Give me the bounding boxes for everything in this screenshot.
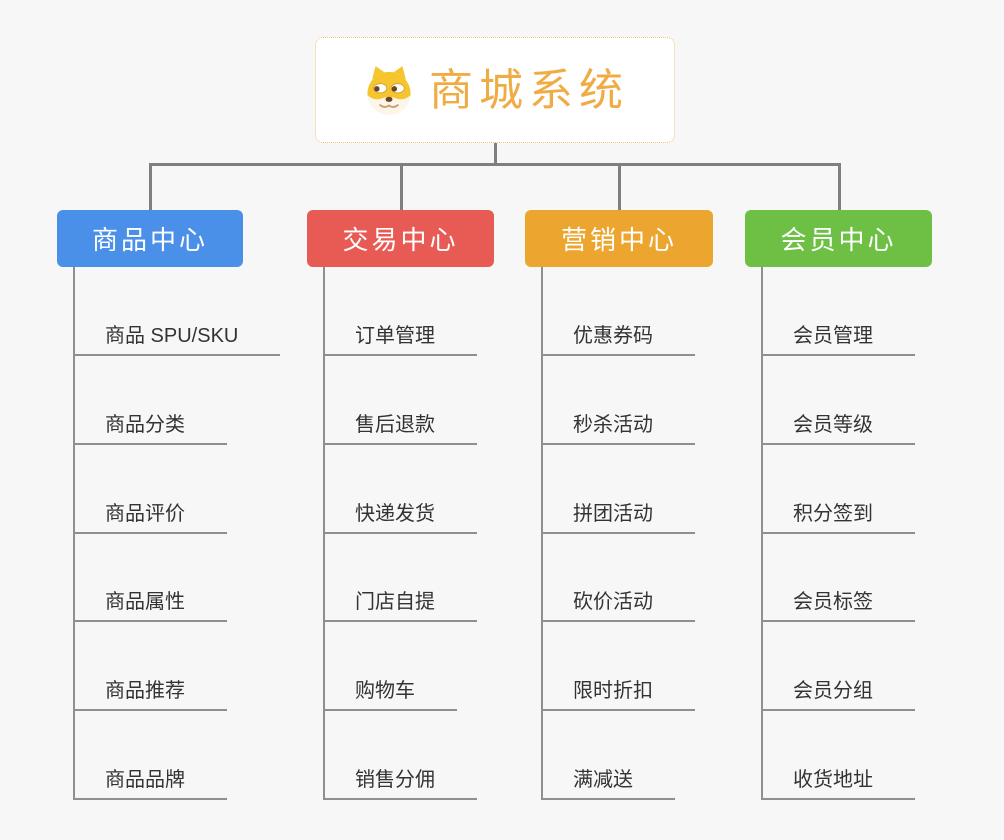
child-label: 购物车	[355, 680, 415, 702]
child-label: 商品推荐	[105, 680, 185, 702]
child-node[interactable]: 商品 SPU/SKU	[73, 314, 281, 356]
child-label: 会员等级	[793, 414, 873, 436]
child-label: 商品品牌	[105, 769, 185, 791]
tree-drop	[399, 163, 403, 210]
tree-drop	[149, 163, 152, 210]
child-node[interactable]: 会员等级	[761, 403, 915, 445]
child-node[interactable]: 积分签到	[761, 492, 915, 534]
root-title: 商城系统	[429, 66, 629, 115]
child-label: 会员管理	[793, 325, 873, 347]
child-label: 积分签到	[793, 503, 873, 525]
child-label: 商品评价	[105, 503, 185, 525]
child-node[interactable]: 售后退款	[323, 403, 477, 445]
child-node[interactable]: 会员管理	[761, 314, 915, 356]
child-node[interactable]: 会员分组	[761, 669, 915, 711]
tree-bus	[149, 163, 841, 166]
child-label: 砍价活动	[573, 591, 653, 613]
child-label: 满减送	[573, 769, 633, 791]
child-label: 会员标签	[793, 591, 873, 613]
child-label: 订单管理	[355, 325, 435, 347]
child-label: 限时折扣	[573, 680, 653, 702]
child-label: 优惠券码	[573, 325, 653, 347]
root-node[interactable]: 商城系统	[315, 37, 675, 143]
child-label: 拼团活动	[573, 503, 653, 525]
child-node[interactable]: 限时折扣	[541, 669, 695, 711]
branch-node[interactable]: 会员中心	[745, 210, 932, 267]
child-node[interactable]: 门店自提	[323, 580, 477, 622]
branch-label: 营销中心	[560, 225, 677, 255]
dog-face-icon	[361, 62, 417, 118]
child-label: 销售分佣	[355, 769, 435, 791]
child-label: 秒杀活动	[573, 414, 653, 436]
child-node[interactable]: 购物车	[323, 669, 457, 711]
child-node[interactable]: 砍价活动	[541, 580, 695, 622]
tree-stem	[493, 143, 497, 163]
child-label: 售后退款	[355, 414, 435, 436]
child-label: 门店自提	[355, 591, 435, 613]
tree-drop	[618, 163, 621, 210]
child-node[interactable]: 商品推荐	[73, 669, 227, 711]
child-label: 商品分类	[105, 414, 185, 436]
child-node[interactable]: 优惠券码	[541, 314, 695, 356]
child-node[interactable]: 收货地址	[761, 758, 915, 800]
branch-label: 会员中心	[780, 225, 897, 255]
child-label: 收货地址	[793, 769, 873, 791]
child-node[interactable]: 会员标签	[761, 580, 915, 622]
child-node[interactable]: 商品属性	[73, 580, 227, 622]
branch-label: 商品中心	[91, 225, 208, 255]
child-label: 商品 SPU/SKU	[105, 325, 239, 347]
child-node[interactable]: 满减送	[541, 758, 675, 800]
child-label: 会员分组	[793, 680, 873, 702]
child-label: 商品属性	[105, 591, 185, 613]
child-node[interactable]: 商品评价	[73, 492, 227, 534]
child-label: 快递发货	[355, 503, 435, 525]
child-node[interactable]: 拼团活动	[541, 492, 695, 534]
branch-node[interactable]: 营销中心	[525, 210, 713, 267]
child-node[interactable]: 商品品牌	[73, 758, 227, 800]
child-node[interactable]: 商品分类	[73, 403, 227, 445]
child-node[interactable]: 快递发货	[323, 492, 477, 534]
child-node[interactable]: 订单管理	[323, 314, 477, 356]
branch-label: 交易中心	[342, 225, 459, 255]
child-node[interactable]: 秒杀活动	[541, 403, 695, 445]
tree-drop	[837, 163, 841, 210]
child-node[interactable]: 销售分佣	[323, 758, 477, 800]
branch-node[interactable]: 商品中心	[57, 210, 243, 267]
branch-node[interactable]: 交易中心	[307, 210, 494, 267]
